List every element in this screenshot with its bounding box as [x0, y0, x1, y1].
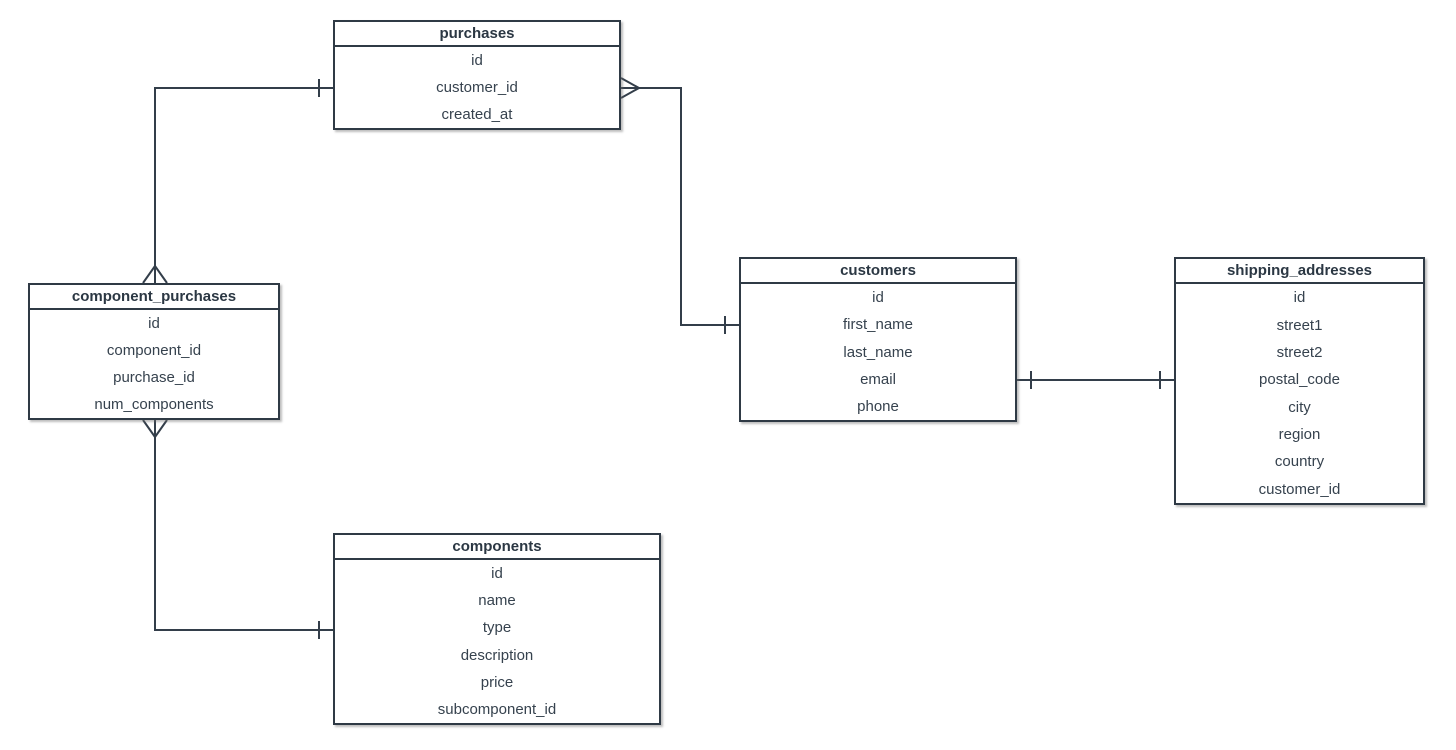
entity-table-purchases[interactable]: purchases id customer_id created_at: [333, 20, 621, 130]
connector-components-to-component_purchases[interactable]: [142, 419, 333, 639]
table-field: street1: [1276, 316, 1323, 334]
table-field: country: [1274, 453, 1325, 471]
table-field: id: [872, 289, 884, 307]
table-fields: id component_id purchase_id num_components: [30, 310, 278, 418]
table-field: id: [148, 315, 160, 332]
table-field: component_id: [106, 342, 202, 359]
table-field: region: [1278, 426, 1321, 444]
table-title: components: [335, 535, 659, 560]
table-title: purchases: [335, 22, 619, 47]
connector-purchases-to-component_purchases[interactable]: [142, 79, 333, 284]
table-fields: id customer_id created_at: [335, 47, 619, 128]
table-field: email: [860, 370, 896, 388]
table-field: description: [460, 646, 534, 664]
table-field: first_name: [842, 316, 914, 334]
table-field: id: [471, 52, 483, 69]
table-field: city: [1288, 398, 1311, 416]
table-field: purchase_id: [113, 369, 195, 386]
entity-table-shipping_addresses[interactable]: shipping_addresses id street1 street2 posta…: [1174, 257, 1425, 505]
table-field: phone: [857, 397, 899, 415]
table-field: street2: [1276, 343, 1323, 361]
table-field: customer_id: [436, 79, 518, 96]
table-field: price: [480, 673, 514, 691]
crowsfoot-icon: [142, 419, 168, 438]
table-field: postal_code: [1259, 371, 1340, 389]
table-field: num_components: [94, 396, 214, 413]
connector-customers-to-shipping_addresses[interactable]: [1017, 371, 1174, 389]
table-field: id: [1293, 289, 1306, 307]
table-field: id: [491, 565, 503, 583]
table-title: shipping_addresses: [1176, 259, 1423, 284]
entity-table-components[interactable]: components id name type description price sub…: [333, 533, 661, 725]
table-title: component_purchases: [30, 285, 278, 310]
crowsfoot-icon: [142, 265, 168, 284]
table-fields: id name type description price subcomponent_i…: [335, 560, 659, 723]
table-field: customer_id: [1258, 480, 1341, 498]
connector-line: [621, 87, 739, 326]
connector-line: [154, 420, 333, 631]
table-field: name: [478, 592, 516, 610]
table-field: created_at: [441, 106, 513, 123]
table-field: type: [482, 619, 512, 637]
table-field: last_name: [843, 343, 913, 361]
crowsfoot-icon: [620, 77, 640, 99]
connector-customers-to-purchases[interactable]: [620, 77, 739, 334]
connector-line: [154, 87, 333, 283]
table-title: customers: [741, 259, 1015, 284]
table-field: subcomponent_id: [437, 700, 557, 718]
